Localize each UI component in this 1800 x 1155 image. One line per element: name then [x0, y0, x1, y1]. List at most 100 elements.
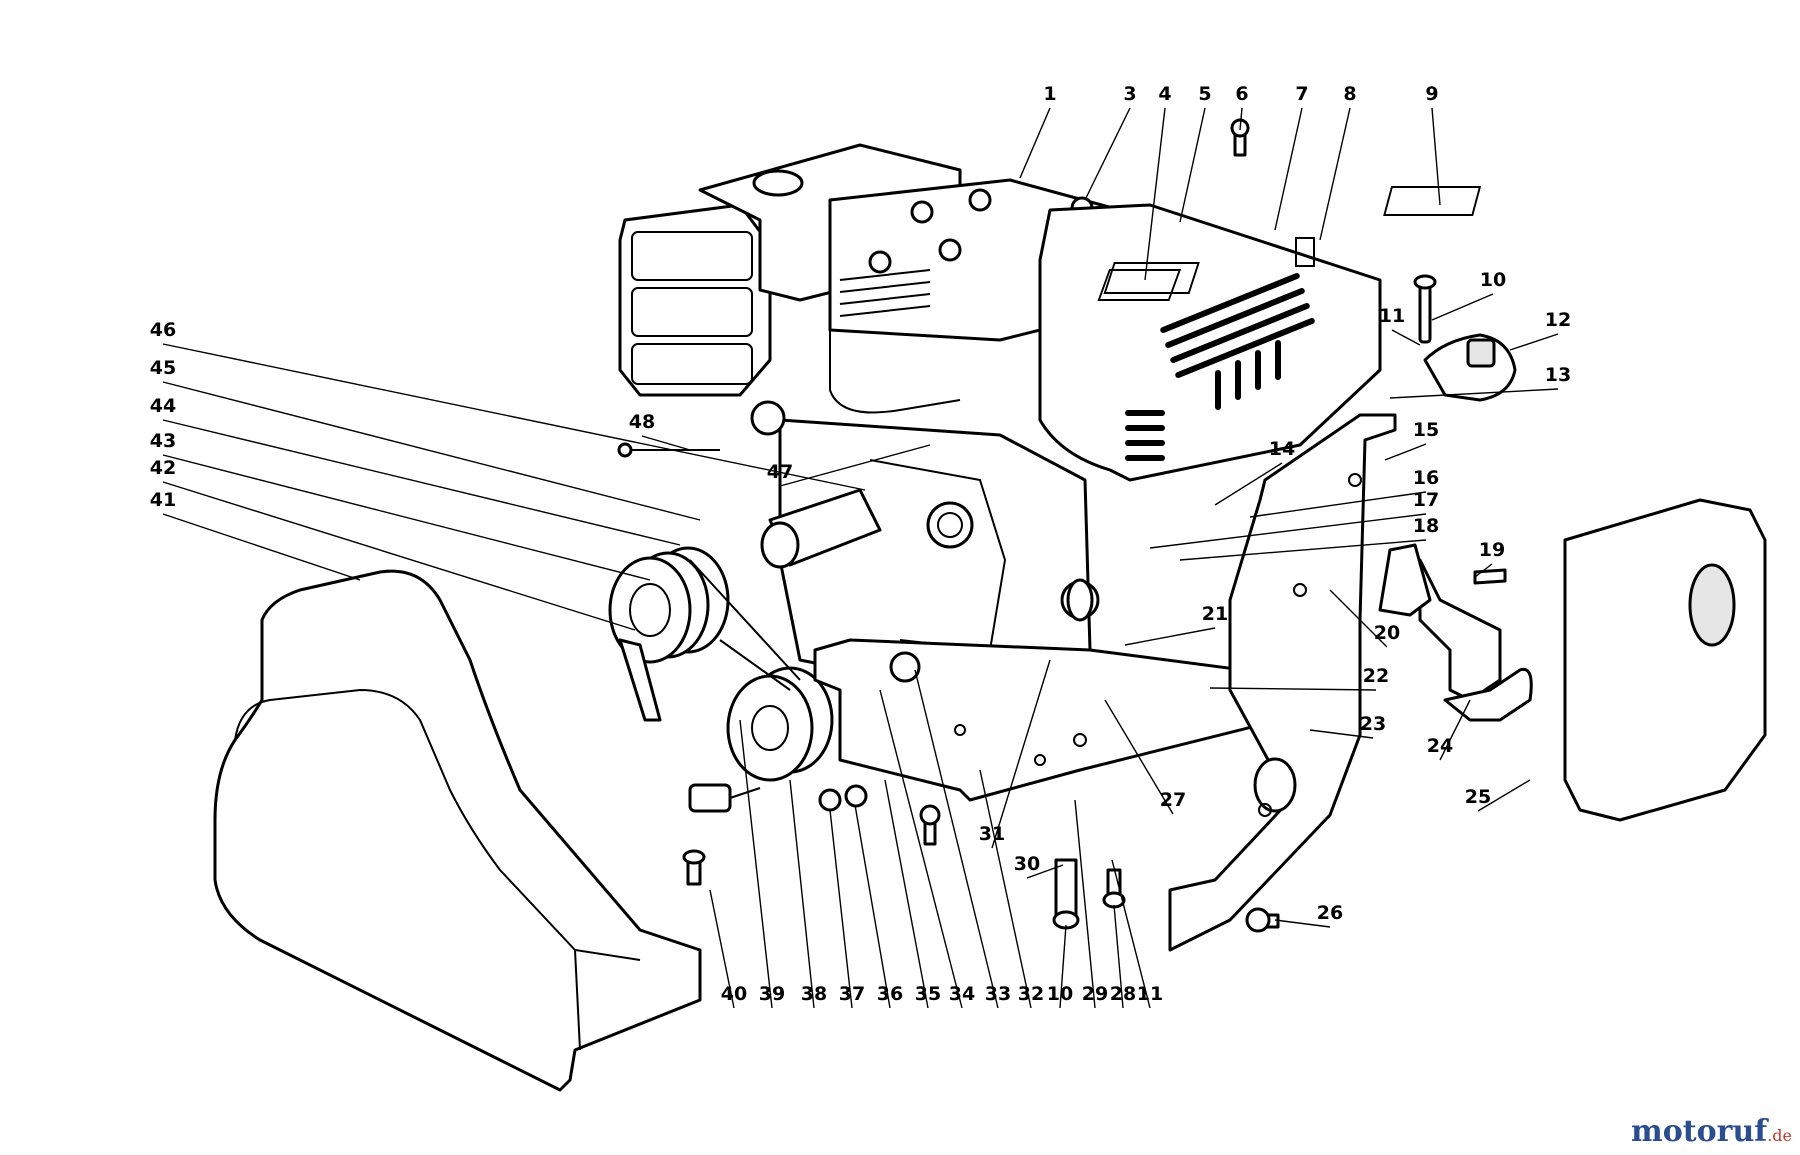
- callout-label-32: 32: [1018, 983, 1044, 1005]
- callout-label-28: 28: [1110, 983, 1136, 1005]
- callout-label-45: 45: [150, 357, 176, 379]
- leader-line-33: [914, 669, 999, 1009]
- leader-line-4: [1144, 107, 1166, 281]
- callout-label-27: 27: [1160, 789, 1186, 811]
- leader-line-47: [779, 444, 931, 487]
- leader-line-26: [1274, 919, 1331, 928]
- leader-line-22: [1209, 687, 1377, 691]
- leader-line-45: [162, 381, 701, 521]
- leader-line-10b: [1059, 924, 1067, 1009]
- callout-label-1: 1: [1043, 83, 1056, 105]
- callout-label-37: 37: [839, 983, 865, 1005]
- callout-label-22: 22: [1363, 665, 1389, 687]
- leader-line-17: [1149, 513, 1427, 549]
- leader-line-1: [1019, 107, 1051, 179]
- leader-line-13: [1389, 388, 1559, 399]
- leader-line-6: [1239, 107, 1243, 131]
- leader-line-23: [1309, 729, 1374, 739]
- leader-line-37: [829, 809, 853, 1009]
- bracket: [1168, 413, 1397, 952]
- leader-line-8: [1319, 107, 1351, 241]
- leader-line-25: [1477, 779, 1531, 812]
- callout-label-33: 33: [985, 983, 1011, 1005]
- callout-label-36: 36: [877, 983, 903, 1005]
- leader-line-38: [789, 779, 815, 1009]
- leader-line-31: [991, 659, 1051, 849]
- leader-line-40: [709, 889, 735, 1009]
- callout-label-18: 18: [1413, 515, 1439, 537]
- callout-label-10b: 10: [1047, 983, 1073, 1005]
- leader-line-21: [1124, 627, 1216, 646]
- callout-label-25: 25: [1465, 786, 1491, 808]
- callout-label-44: 44: [150, 395, 176, 417]
- callout-label-15: 15: [1413, 419, 1439, 441]
- muffler: [1378, 498, 1767, 822]
- leader-line-43: [162, 454, 651, 581]
- callout-label-10a: 10: [1480, 269, 1506, 291]
- callout-label-13: 13: [1545, 364, 1571, 386]
- callout-label-21: 21: [1202, 603, 1228, 625]
- leader-line-41: [162, 513, 361, 581]
- belt-guard: [213, 569, 702, 1092]
- leader-line-5: [1179, 107, 1206, 223]
- callout-label-40: 40: [721, 983, 747, 1005]
- leader-line-14: [1214, 462, 1283, 506]
- callout-label-11a: 11: [1379, 305, 1405, 327]
- leader-line-46: [162, 343, 866, 491]
- leader-line-32: [979, 769, 1032, 1009]
- callout-label-19: 19: [1479, 539, 1505, 561]
- callout-label-3: 3: [1123, 83, 1136, 105]
- callout-label-7: 7: [1295, 83, 1308, 105]
- callout-label-5: 5: [1198, 83, 1211, 105]
- leader-line-9: [1431, 107, 1441, 206]
- callout-label-20: 20: [1374, 622, 1400, 644]
- callout-label-31: 31: [979, 823, 1005, 845]
- engine-assembly: [617, 143, 1382, 702]
- leader-line-10a: [1431, 293, 1494, 321]
- watermark-name: motoruf: [1631, 1114, 1768, 1149]
- leader-line-11a: [1391, 329, 1421, 346]
- leader-line-19: [1474, 563, 1493, 578]
- callout-label-35: 35: [915, 983, 941, 1005]
- callout-label-24: 24: [1427, 735, 1453, 757]
- callout-label-38: 38: [801, 983, 827, 1005]
- leader-line-29: [1074, 799, 1096, 1009]
- callout-label-43: 43: [150, 430, 176, 452]
- watermark-tld: .de: [1767, 1126, 1792, 1145]
- callout-label-9: 9: [1425, 83, 1438, 105]
- leader-line-27: [1104, 699, 1174, 815]
- callout-label-30: 30: [1014, 853, 1040, 875]
- leader-line-44: [162, 419, 681, 546]
- callout-label-11b: 11: [1137, 983, 1163, 1005]
- callout-label-29: 29: [1082, 983, 1108, 1005]
- callout-label-12: 12: [1545, 309, 1571, 331]
- leader-line-7: [1274, 107, 1303, 231]
- callout-label-17: 17: [1413, 489, 1439, 511]
- leader-line-12: [1509, 333, 1559, 351]
- callout-label-23: 23: [1360, 713, 1386, 735]
- callout-label-34: 34: [949, 983, 975, 1005]
- air-cleaner: [1413, 274, 1517, 402]
- leader-line-16: [1249, 491, 1427, 518]
- leader-line-42: [162, 481, 636, 631]
- callout-label-46: 46: [150, 319, 176, 341]
- callout-label-16: 16: [1413, 467, 1439, 489]
- callout-label-39: 39: [759, 983, 785, 1005]
- decal-8: [1295, 237, 1315, 267]
- leader-line-18: [1179, 539, 1427, 561]
- decal-4: [1103, 262, 1200, 294]
- leader-line-30: [1026, 864, 1064, 879]
- callout-label-41: 41: [150, 489, 176, 511]
- leader-line-39: [739, 719, 773, 1009]
- leader-line-34: [879, 689, 963, 1009]
- callout-label-42: 42: [150, 457, 176, 479]
- callout-label-26: 26: [1317, 902, 1343, 924]
- decal-9: [1383, 186, 1482, 216]
- leader-line-35: [884, 779, 929, 1009]
- callout-label-4: 4: [1158, 83, 1171, 105]
- callout-label-6: 6: [1235, 83, 1248, 105]
- watermark-logo: motoruf.de: [1631, 1114, 1792, 1149]
- leader-line-24: [1439, 699, 1471, 761]
